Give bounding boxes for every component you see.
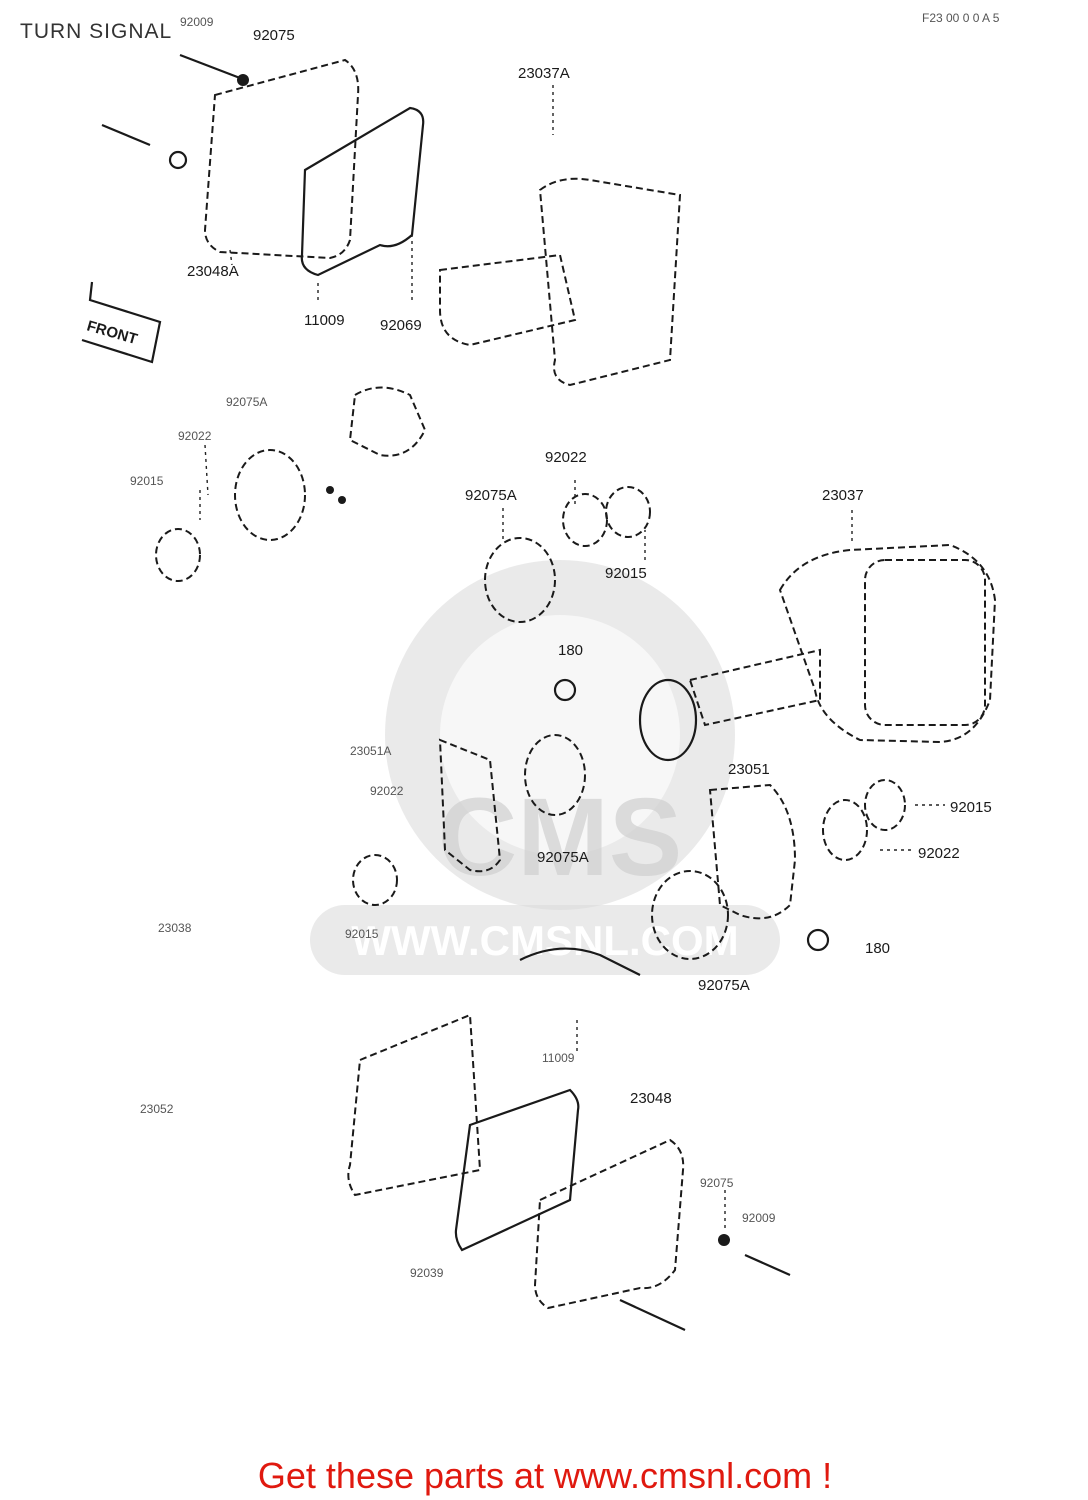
top-left-gasket xyxy=(300,106,425,277)
label-92009-tl: 92009 xyxy=(180,15,214,29)
top-left-signal xyxy=(101,53,425,277)
label-23051: 23051 xyxy=(728,761,770,778)
leader-lines xyxy=(199,85,945,1230)
bottom-screw-2 xyxy=(744,1253,791,1277)
left-grommet-stack xyxy=(155,449,346,582)
bottom-signal xyxy=(347,1013,791,1331)
label-11009-bot: 11009 xyxy=(542,1051,575,1065)
left-nut xyxy=(155,528,201,582)
leader-23048A xyxy=(229,249,233,266)
label-92022-l: 92022 xyxy=(178,429,212,443)
center-nut xyxy=(605,486,651,538)
wiring-harness xyxy=(519,947,641,976)
leader-92022-l xyxy=(204,444,209,496)
label-23052: 23052 xyxy=(140,1102,174,1116)
bottom-housing-23052 xyxy=(347,1013,482,1197)
bulb-180-center xyxy=(553,678,577,702)
right-signal-stem xyxy=(688,648,821,727)
right-signal-body xyxy=(778,543,997,744)
footer-link[interactable]: Get these parts at www.cmsnl.com ! xyxy=(258,1455,832,1496)
label-92022-r: 92022 xyxy=(918,845,960,862)
watermark-brand: CMS xyxy=(438,776,682,899)
label-23038: 23038 xyxy=(158,921,192,935)
housing-23037A-stem xyxy=(439,253,577,347)
bracket-23051A-nut xyxy=(352,854,398,906)
label-92022-c: 92022 xyxy=(545,449,587,466)
label-92015-c: 92015 xyxy=(605,565,647,582)
corner-code: F23 00 0 0 A 5 xyxy=(922,11,1000,25)
label-92015-l: 92015 xyxy=(130,474,164,488)
left-washer-dot-1 xyxy=(326,486,334,494)
label-92075-tl: 92075 xyxy=(253,27,295,44)
label-23037A: 23037A xyxy=(518,65,570,82)
right-nut xyxy=(864,779,906,831)
left-washer-dot-2 xyxy=(338,496,346,504)
bracket-23051-body xyxy=(708,783,797,920)
housing-23037A-body xyxy=(538,177,682,387)
top-left-screw xyxy=(179,53,241,80)
bracket-23051-grommet xyxy=(651,870,729,960)
center-washer xyxy=(562,493,608,547)
label-92075A-m: 92075A xyxy=(537,849,589,866)
watermark: CMS WWW.CMSNL.COM xyxy=(310,560,780,975)
bracket-23051A-body xyxy=(438,738,502,873)
watermark-url-pill xyxy=(310,905,780,975)
label-23048: 23048 xyxy=(630,1090,672,1107)
top-left-screw-2 xyxy=(101,123,151,147)
label-180-c: 180 xyxy=(558,642,583,659)
top-left-washer xyxy=(237,74,249,86)
front-marker-bracket xyxy=(81,281,162,364)
label-92015-r: 92015 xyxy=(950,799,992,816)
label-92075A-r: 92075A xyxy=(698,977,750,994)
label-180-r: 180 xyxy=(865,940,890,957)
bracket-23051 xyxy=(651,779,906,960)
part-labels: 23037A 23048A 11009 92069 92075 92009 92… xyxy=(130,15,992,1280)
bottom-screw xyxy=(619,1299,686,1331)
label-92009-br: 92009 xyxy=(742,1211,776,1225)
label-92069-top: 92069 xyxy=(380,317,422,334)
center-grommet-stack xyxy=(484,486,651,623)
label-23037: 23037 xyxy=(822,487,864,504)
bracket-23051A-grommet xyxy=(524,734,586,816)
bulb-180-right xyxy=(806,928,830,952)
housing-23037A xyxy=(348,177,682,457)
right-signal-lens xyxy=(864,559,986,726)
top-left-lens xyxy=(203,58,360,260)
left-grommet xyxy=(234,449,306,541)
right-washer xyxy=(822,799,868,861)
label-23051A: 23051A xyxy=(350,744,391,758)
bottom-washer xyxy=(718,1234,730,1246)
watermark-url: WWW.CMSNL.COM xyxy=(351,917,738,964)
label-92022-m: 92022 xyxy=(370,784,404,798)
label-92075A-c: 92075A xyxy=(465,487,517,504)
label-23048A: 23048A xyxy=(187,263,239,280)
label-92039: 92039 xyxy=(410,1266,444,1280)
bracket-23051A xyxy=(352,734,586,906)
housing-23037A-base xyxy=(348,386,427,457)
label-92075A-l: 92075A xyxy=(226,395,267,409)
front-marker: FRONT xyxy=(81,281,162,364)
bottom-gasket xyxy=(454,1088,580,1252)
label-92075-br: 92075 xyxy=(700,1176,734,1190)
right-signal-mount xyxy=(638,678,698,762)
right-signal-23037 xyxy=(638,543,997,762)
diagram-title: TURN SIGNAL xyxy=(20,20,172,43)
center-grommet xyxy=(484,537,556,623)
top-left-nut xyxy=(168,150,188,170)
bottom-lens-23048 xyxy=(533,1138,685,1310)
label-92015-m: 92015 xyxy=(345,927,379,941)
label-11009-top: 11009 xyxy=(304,312,345,329)
